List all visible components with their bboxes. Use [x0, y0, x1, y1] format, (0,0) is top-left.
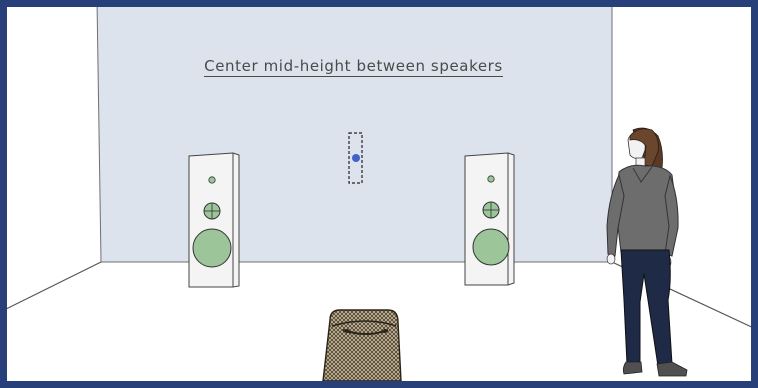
- back-wall: [97, 0, 612, 262]
- woofer-icon: [193, 229, 231, 267]
- annotation-caption: Center mid-height between speakers: [150, 57, 557, 75]
- right-speaker: [465, 153, 514, 285]
- listener-chair: [323, 310, 401, 381]
- left-speaker: [189, 153, 239, 287]
- annotation-caption-text: Center mid-height between speakers: [204, 57, 503, 77]
- woofer-icon: [473, 229, 509, 265]
- tweeter-icon: [209, 177, 215, 183]
- target-dot-icon: [352, 154, 360, 162]
- tweeter-icon: [488, 176, 494, 182]
